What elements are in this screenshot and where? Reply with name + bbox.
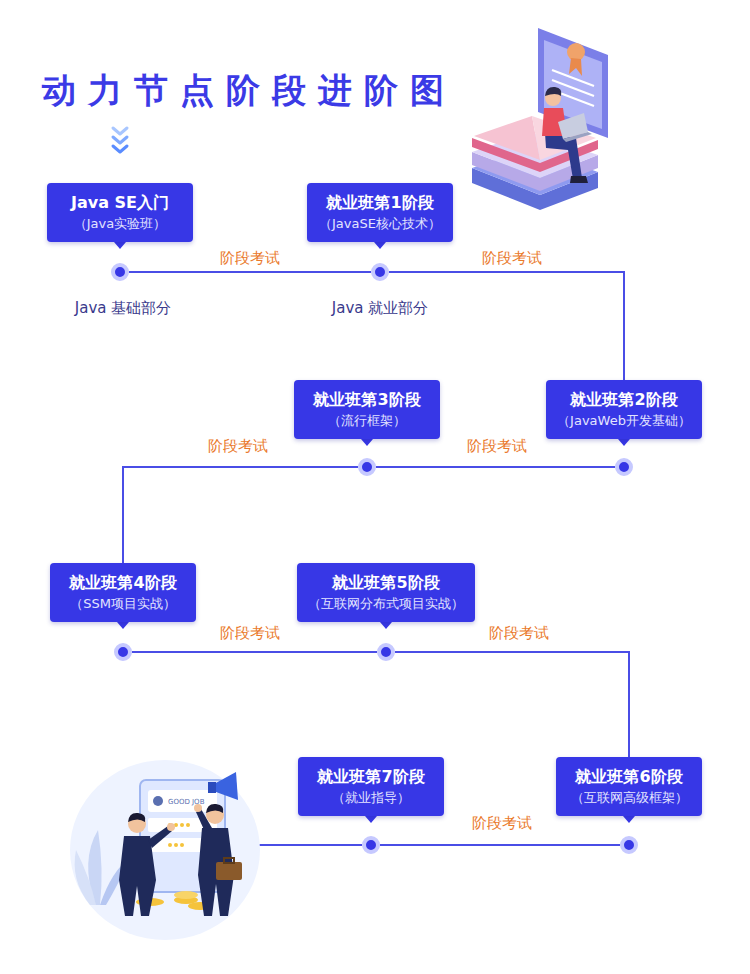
stage-dot [371,263,389,281]
box-pointer [618,439,630,446]
connector [395,652,629,757]
stage-subtitle: （流行框架） [304,411,430,431]
stage-box: 就业班第1阶段（JavaSE核心技术） [307,183,453,242]
box-pointer [623,816,635,823]
stage-box: Java SE入门（Java实验班） [47,183,193,242]
stage-node: 就业班第7阶段（就业指导） [298,757,444,816]
stage-title: 就业班第1阶段 [317,191,443,214]
stage-dot [620,836,638,854]
stage-title: 就业班第6阶段 [566,765,692,788]
stage-title: 就业班第7阶段 [308,765,434,788]
stage-dot [111,263,129,281]
diagram-title: 动力节点阶段进阶图 [42,68,456,114]
box-pointer [374,242,386,249]
stage-box: 就业班第7阶段（就业指导） [298,757,444,816]
connector [376,466,615,468]
chevron-icon [113,128,127,152]
stage-node: 就业班第2阶段（JavaWeb开发基础） [546,380,702,439]
stage-dot [114,643,132,661]
box-pointer [380,622,392,629]
tail-line [252,844,362,846]
stage-title: Java SE入门 [57,191,183,214]
edge-label: 阶段考试 [465,437,529,456]
section-label: Java 就业部分 [332,299,428,318]
success-illustration: GOOD JOB [70,760,260,940]
stage-box: 就业班第2阶段（JavaWeb开发基础） [546,380,702,439]
box-pointer [117,622,129,629]
stage-subtitle: （SSM项目实战） [60,594,186,614]
stage-node: 就业班第6阶段（互联网高级框架） [556,757,702,816]
edge-label: 阶段考试 [487,624,551,643]
stage-subtitle: （就业指导） [308,788,434,808]
stage-dot [362,836,380,854]
stage-box: 就业班第3阶段（流行框架） [294,380,440,439]
section-label: Java 基础部分 [75,299,171,318]
stage-node: 就业班第4阶段（SSM项目实战） [50,563,196,622]
stage-node: 就业班第1阶段（JavaSE核心技术） [307,183,453,242]
stage-box: 就业班第5阶段（互联网分布式项目实战） [297,563,475,622]
stage-node: 就业班第3阶段（流行框架） [294,380,440,439]
stage-subtitle: （JavaSE核心技术） [317,214,443,234]
stage-subtitle: （互联网分布式项目实战） [307,594,465,614]
box-pointer [114,242,126,249]
study-illustration [472,28,608,210]
box-pointer [365,816,377,823]
edge-label: 阶段考试 [480,249,544,268]
box-pointer [361,439,373,446]
stage-node: 就业班第5阶段（互联网分布式项目实战） [297,563,475,622]
edge-label: 阶段考试 [218,624,282,643]
stage-dot [358,458,376,476]
stage-dot [615,458,633,476]
edge-label: 阶段考试 [470,814,534,833]
stage-node: Java SE入门（Java实验班） [47,183,193,242]
stage-title: 就业班第3阶段 [304,388,430,411]
stage-subtitle: （互联网高级框架） [566,788,692,808]
edge-label: 阶段考试 [218,249,282,268]
stage-title: 就业班第5阶段 [307,571,465,594]
connector [123,467,358,563]
edge-label: 阶段考试 [206,437,270,456]
stage-title: 就业班第4阶段 [60,571,186,594]
stage-box: 就业班第6阶段（互联网高级框架） [556,757,702,816]
stage-subtitle: （JavaWeb开发基础） [556,411,692,431]
connector [132,651,377,653]
stage-title: 就业班第2阶段 [556,388,692,411]
connector [380,844,620,846]
stage-dot [377,643,395,661]
connector [389,272,624,380]
stage-box: 就业班第4阶段（SSM项目实战） [50,563,196,622]
connector [129,271,371,273]
stage-subtitle: （Java实验班） [57,214,183,234]
